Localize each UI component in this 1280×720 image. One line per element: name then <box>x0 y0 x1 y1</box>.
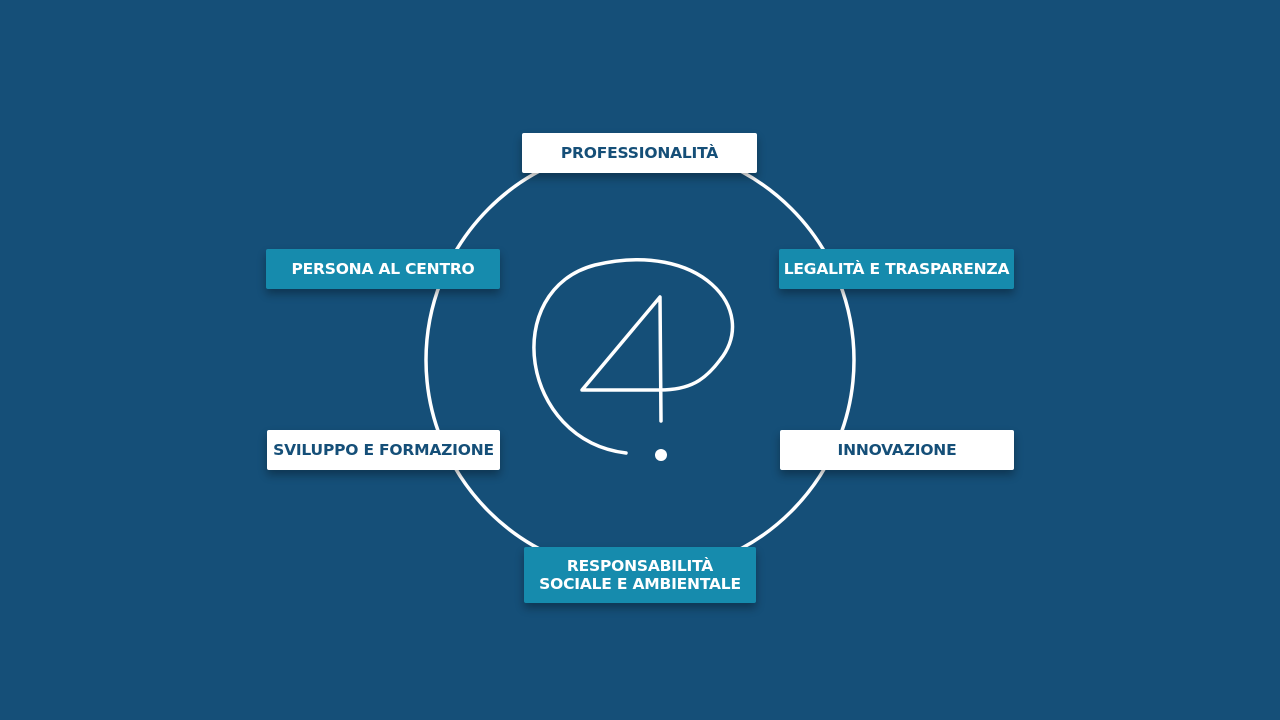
logo-dot <box>655 449 667 461</box>
values-ring <box>424 144 856 576</box>
value-legalita-trasparenza: LEGALITÀ E TRASPARENZA <box>779 249 1014 289</box>
at-four-logo-icon <box>532 258 735 455</box>
value-label-text: PROFESSIONALITÀ <box>560 144 719 162</box>
value-label-text: RESPONSABILITÀ SOCIALE E AMBIENTALE <box>539 557 741 593</box>
value-professionalita: PROFESSIONALITÀ <box>522 133 757 173</box>
value-persona-al-centro: PERSONA AL CENTRO <box>266 249 500 289</box>
value-label-text: PERSONA AL CENTRO <box>291 260 475 278</box>
value-label-text: SVILUPPO E FORMAZIONE <box>273 441 494 459</box>
value-sviluppo-formazione: SVILUPPO E FORMAZIONE <box>267 430 500 470</box>
value-responsabilita-sociale: RESPONSABILITÀ SOCIALE E AMBIENTALE <box>524 547 756 603</box>
value-label-text: LEGALITÀ E TRASPARENZA <box>783 260 1010 278</box>
value-label-text: INNOVAZIONE <box>837 441 957 459</box>
value-innovazione: INNOVAZIONE <box>780 430 1014 470</box>
